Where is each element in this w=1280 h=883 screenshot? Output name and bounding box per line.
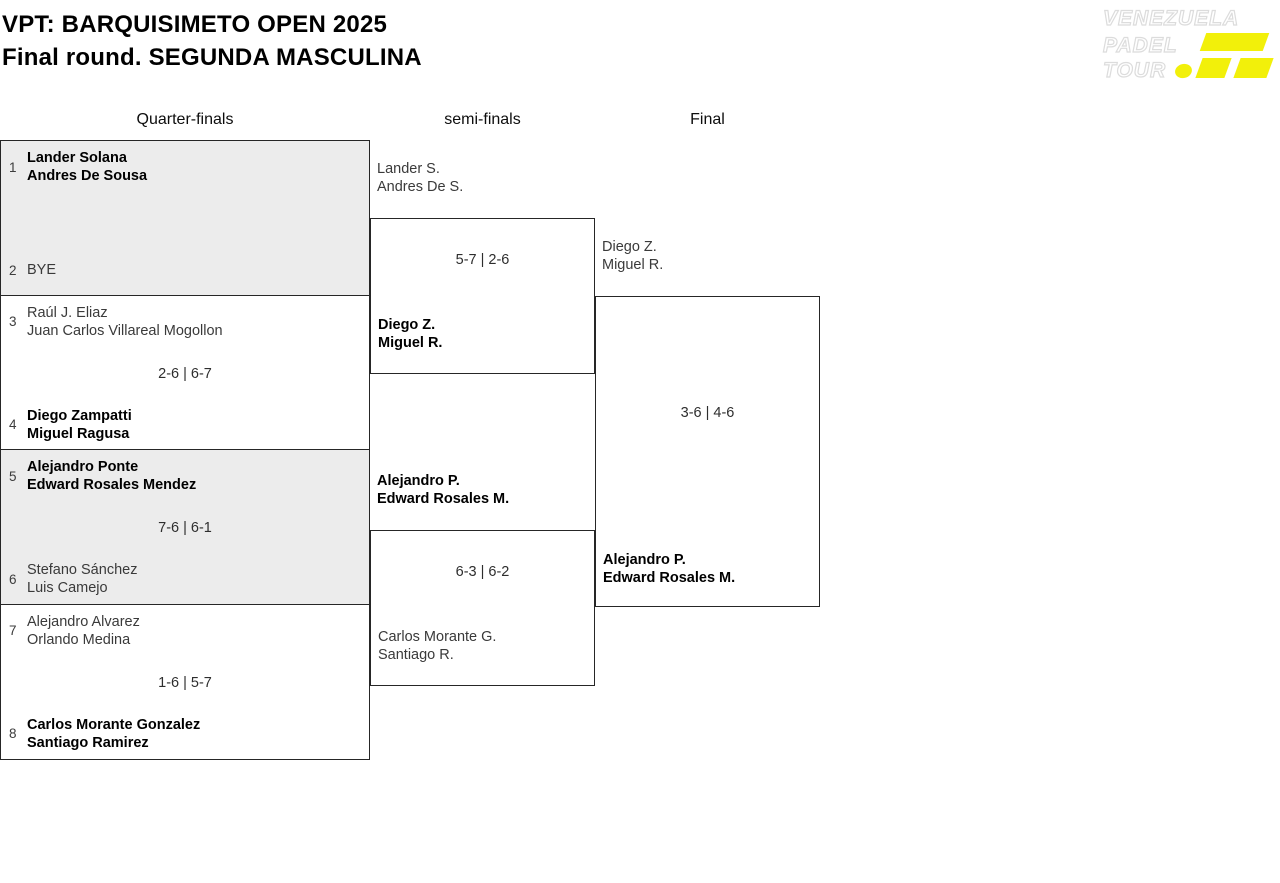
match-score: 1-6 | 5-7 [158, 674, 212, 691]
match-score: 7-6 | 6-1 [158, 520, 212, 536]
player-name: Miguel R. [602, 257, 664, 273]
page-subtitle: Final round. SEGUNDA MASCULINA [2, 44, 422, 71]
player-name: Santiago R. [378, 647, 454, 663]
team-names: BYE [27, 252, 363, 288]
player-name: Orlando Medina [27, 631, 131, 648]
match-score: 3-6 | 4-6 [680, 405, 735, 421]
team-names: Diego Zampatti Miguel Ragusa [27, 407, 363, 443]
player-name: Diego Zampatti [27, 407, 132, 424]
team-names: Carlos Morante Gonzalez Santiago Ramirez [27, 716, 363, 752]
player-name: Edward Rosales M. [603, 570, 736, 586]
team-names: Lander Solana Andres De Sousa [27, 149, 363, 185]
player-name: Santiago Ramirez [27, 734, 149, 751]
round-label-final: Final [690, 111, 725, 128]
player-name: Diego Z. [602, 239, 657, 255]
seed-number: 3 [9, 314, 17, 329]
player-name: Juan Carlos Villareal Mogollon [27, 322, 223, 339]
sf2-team-top-label: Alejandro P. Edward Rosales M. [377, 472, 587, 508]
quarterfinals-column: 1 Lander Solana Andres De Sousa 2 BYE 3 … [0, 140, 370, 760]
page-title: VPT: BARQUISIMETO OPEN 2025 [2, 11, 388, 38]
sf-match-2: 6-3 | 6-2 Carlos Morante G. Santiago R. [370, 530, 595, 686]
qf-match-3: 5 Alejandro Ponte Edward Rosales Mendez … [1, 450, 369, 605]
seed-number: 4 [9, 417, 17, 432]
team-names: Diego Z. Miguel R. [378, 316, 590, 352]
player-name: Alejandro P. [377, 473, 460, 489]
player-name: Andres De S. [377, 179, 464, 195]
player-name: Miguel R. [378, 335, 443, 351]
logo-wordmark: VENEZUELA PADEL TOUR [1100, 4, 1275, 84]
player-name: Alejandro Ponte [27, 459, 139, 475]
qf-match-4: 7 Alejandro Alvarez Orlando Medina 1-6 |… [1, 604, 369, 759]
logo-text-tour: TOUR [1102, 59, 1167, 82]
team-names: Alejandro Alvarez Orlando Medina [27, 613, 363, 649]
player-name: Carlos Morante G. [378, 629, 497, 645]
player-name: Stefano Sánchez [27, 562, 138, 578]
match-score: 6-3 | 6-2 [455, 564, 510, 580]
team-names: Alejandro P. Edward Rosales M. [603, 551, 815, 587]
player-name: Andres De Sousa [27, 168, 148, 184]
final-match: 3-6 | 4-6 Alejandro P. Edward Rosales M. [595, 296, 820, 607]
sf1-team-top-label: Lander S. Andres De S. [377, 160, 587, 196]
player-name: Diego Z. [378, 317, 436, 333]
qf-match-1: 1 Lander Solana Andres De Sousa 2 BYE [1, 141, 369, 296]
player-name: BYE [27, 262, 57, 278]
player-name: Luis Camejo [27, 580, 108, 596]
player-name: Alejandro P. [603, 552, 686, 568]
team-names: Stefano Sánchez Luis Camejo [27, 561, 363, 597]
logo-text-padel: PADEL [1102, 34, 1178, 57]
match-score: 2-6 | 6-7 [158, 365, 212, 382]
final-team-top-label: Diego Z. Miguel R. [602, 238, 812, 274]
sf-match-1: 5-7 | 2-6 Diego Z. Miguel R. [370, 218, 595, 374]
seed-number: 1 [9, 159, 17, 175]
seed-number: 6 [9, 571, 17, 587]
player-name: Miguel Ragusa [27, 425, 130, 442]
page-header: VPT: BARQUISIMETO OPEN 2025 Final round.… [2, 8, 422, 74]
seed-number: 2 [9, 262, 17, 278]
seed-number: 8 [9, 726, 17, 741]
match-score: 5-7 | 2-6 [455, 252, 510, 268]
player-name: Edward Rosales Mendez [27, 477, 197, 493]
player-name: Alejandro Alvarez [27, 613, 140, 630]
round-label-semifinals: semi-finals [444, 111, 521, 128]
qf-match-2: 3 Raúl J. Eliaz Juan Carlos Villareal Mo… [1, 295, 369, 450]
team-names: Raúl J. Eliaz Juan Carlos Villareal Mogo… [27, 304, 363, 340]
team-names: Carlos Morante G. Santiago R. [378, 628, 590, 664]
seed-number: 7 [9, 623, 17, 638]
player-name: Carlos Morante Gonzalez [27, 716, 201, 733]
logo-yellow-bar-top [1199, 33, 1270, 51]
seed-number: 5 [9, 468, 17, 484]
player-name: Lander S. [377, 161, 440, 177]
logo-text-venezuela: VENEZUELA [1102, 7, 1240, 30]
round-label-quarterfinals: Quarter-finals [136, 111, 234, 128]
team-names: Alejandro Ponte Edward Rosales Mendez [27, 458, 363, 494]
player-name: Raúl J. Eliaz [27, 304, 108, 321]
player-name: Edward Rosales M. [377, 491, 510, 507]
player-name: Lander Solana [27, 150, 127, 166]
